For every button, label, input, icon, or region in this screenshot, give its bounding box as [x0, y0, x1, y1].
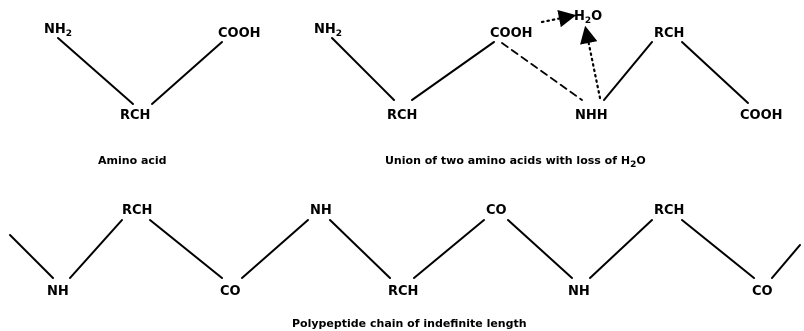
cooh-group-left: COOH	[490, 26, 533, 41]
chain-node-top-4: RCH	[654, 203, 684, 218]
panel-polypeptide: RCH NH CO RCH NH CO RCH NH CO Polypeptid…	[9, 203, 801, 330]
rch-group: RCH	[120, 108, 150, 123]
caption-union: Union of two amino acids with loss of H2…	[385, 154, 646, 170]
bond-rch-top-cooh-right	[681, 41, 749, 104]
dotted-arrow-nhh-to-h2o	[580, 25, 602, 100]
bond-nhh-rch-top	[603, 41, 653, 101]
panel-union: NH2 COOH H2O RCH RCH NHH COOH Union of t…	[314, 9, 783, 170]
chain-node-top-3: CO	[486, 203, 507, 218]
rch-group-top: RCH	[654, 26, 684, 41]
chain-bond-7	[507, 219, 573, 279]
chain-node-bottom-2: CO	[220, 284, 241, 299]
chain-node-bottom-1: NH	[47, 284, 69, 299]
chain-node-top-1: RCH	[122, 203, 152, 218]
bond-nh2-rch	[57, 37, 134, 105]
chain-node-bottom-5: CO	[752, 284, 773, 299]
dotted-arrow-to-h2o	[540, 9, 577, 28]
chain-bond-8	[589, 219, 653, 279]
chain-bond-2	[69, 219, 123, 279]
h2o-group: H2O	[574, 9, 602, 26]
chain-node-top-2: NH	[310, 203, 332, 218]
chain-bond-6	[413, 219, 485, 279]
chain-bond-9	[681, 219, 755, 279]
rch-group-bottom: RCH	[387, 108, 417, 123]
chain-bond-10	[771, 244, 801, 279]
nhh-group: NHH	[575, 108, 608, 123]
nh2-group-left: NH2	[314, 22, 342, 39]
chain-bond-3	[149, 219, 223, 279]
chain-node-bottom-4: NH	[568, 284, 590, 299]
bond-rch-cooh-left	[411, 41, 495, 101]
chain-bond-1	[9, 234, 54, 279]
bond-nh2-rch-left	[331, 37, 395, 101]
cooh-group: COOH	[218, 26, 261, 41]
cooh-group-right: COOH	[740, 108, 783, 123]
nh2-group: NH2	[44, 22, 72, 39]
dashed-bond-cooh-nhh	[501, 42, 583, 101]
caption-amino-acid: Amino acid	[98, 154, 167, 167]
caption-polypeptide: Polypeptide chain of indefinite length	[292, 317, 527, 330]
panel-amino-acid: NH2 COOH RCH Amino acid	[44, 22, 261, 167]
chain-bond-4	[241, 219, 309, 279]
chain-bond-5	[329, 219, 391, 279]
chain-node-bottom-3: RCH	[388, 284, 418, 299]
bond-rch-cooh	[151, 41, 223, 105]
